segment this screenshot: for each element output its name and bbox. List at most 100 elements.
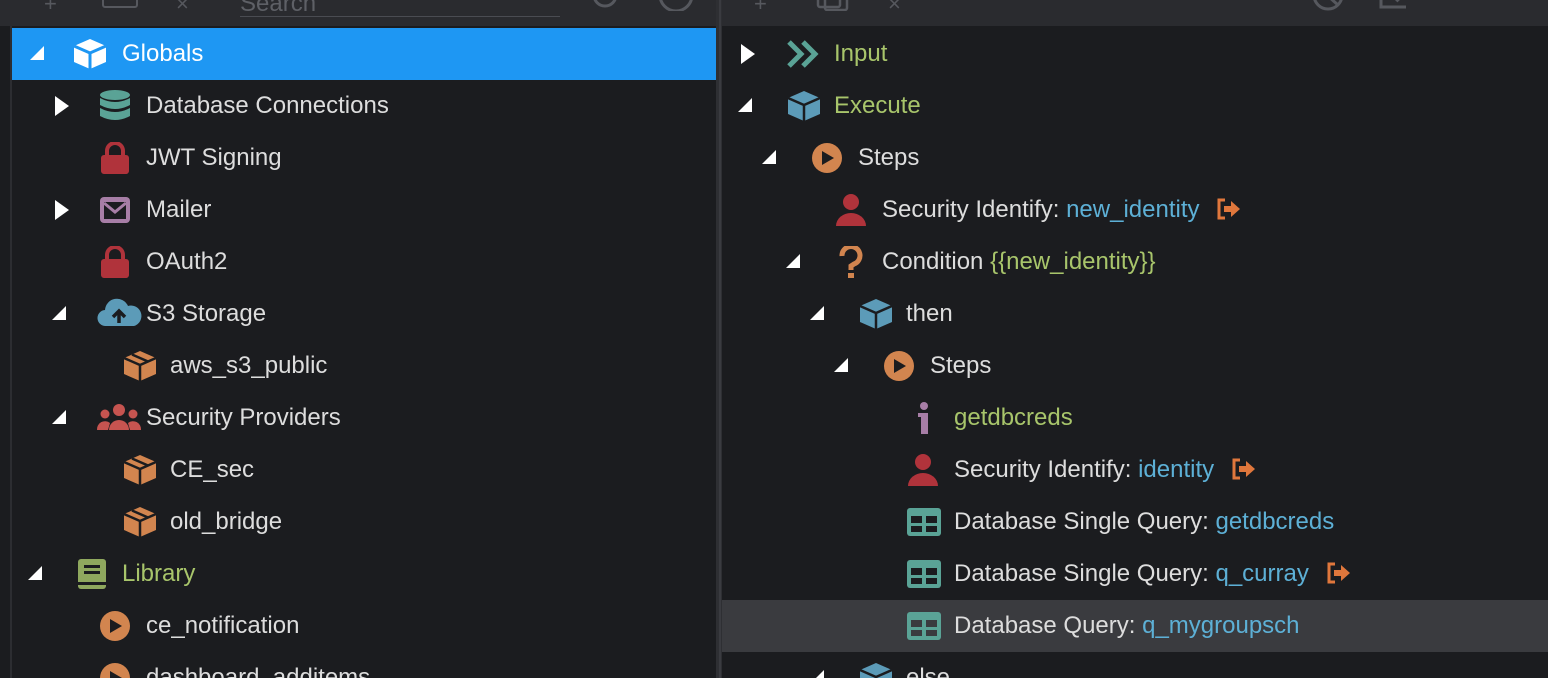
expanded-arrow-icon[interactable] (828, 354, 852, 378)
lock-icon (98, 142, 134, 174)
tree-item-label: CE_sec (170, 456, 255, 483)
box-icon (122, 454, 158, 486)
copy-icon[interactable] (816, 0, 850, 14)
tree-item-label: JWT Signing (146, 144, 282, 171)
tree-item-label: Globals (122, 40, 204, 67)
tree-item-mailer[interactable]: Mailer (0, 184, 718, 236)
step-label: Database Single Query: getdbcreds (954, 496, 1334, 548)
step-label: Security Identify: identity (954, 444, 1257, 496)
tree-item-label: ce_notification (146, 612, 300, 639)
expanded-arrow-icon[interactable] (780, 250, 804, 274)
expanded-arrow-icon[interactable] (24, 42, 48, 66)
refresh-icon[interactable] (656, 0, 696, 14)
envelope-icon (98, 194, 134, 226)
folder-icon[interactable] (102, 0, 138, 14)
collapsed-arrow-icon[interactable] (50, 198, 74, 222)
output-icon (1327, 562, 1350, 584)
expanded-arrow-icon[interactable] (46, 406, 70, 430)
tree-item-ce-notification[interactable]: ce_notification (0, 600, 718, 652)
gear-icon[interactable] (588, 0, 622, 14)
step-name: Database Query: (954, 612, 1143, 639)
search-input[interactable] (240, 0, 560, 13)
step-condition[interactable]: Condition {{new_identity}} (722, 236, 1548, 288)
step-db-single-query-getdbcreds[interactable]: Database Single Query: getdbcreds (722, 496, 1548, 548)
collapsed-arrow-icon[interactable] (50, 94, 74, 118)
tree-item-library[interactable]: Library (0, 548, 718, 600)
step-param: new_identity (1066, 196, 1200, 223)
question-icon (834, 246, 870, 278)
edit-icon[interactable] (1378, 0, 1418, 14)
step-execute[interactable]: Execute (722, 80, 1548, 132)
tree-item-ce-sec[interactable]: CE_sec (0, 444, 718, 496)
tree-item-label: Library (122, 560, 196, 587)
globals-tree-panel: + × Globals (0, 0, 718, 678)
table-icon (906, 558, 942, 590)
info-icon (906, 402, 942, 434)
tree-item-security-providers[interactable]: Security Providers (0, 392, 718, 444)
step-steps[interactable]: Steps (722, 132, 1548, 184)
step-steps-nested[interactable]: Steps (722, 340, 1548, 392)
database-icon (98, 90, 134, 122)
tree-item-s3-storage[interactable]: S3 Storage (0, 288, 718, 340)
tree-item-jwt-signing[interactable]: JWT Signing (0, 132, 718, 184)
collapsed-arrow-icon[interactable] (736, 42, 760, 66)
tree-item-label: dashboard_additems (146, 664, 371, 678)
step-param: {{new_identity}} (990, 248, 1156, 275)
step-getdbcreds[interactable]: getdbcreds (722, 392, 1548, 444)
step-then[interactable]: then (722, 288, 1548, 340)
step-input[interactable]: Input (722, 28, 1548, 80)
close-icon[interactable]: × (888, 0, 901, 16)
step-label: Database Query: q_mygroupsch (954, 600, 1300, 652)
tree-item-dashboard-additems[interactable]: dashboard_additems (0, 652, 718, 678)
cloud-upload-icon (96, 298, 142, 330)
expanded-arrow-icon[interactable] (756, 146, 780, 170)
tree-item-aws-s3-public[interactable]: aws_s3_public (0, 340, 718, 392)
close-icon[interactable]: × (176, 0, 189, 16)
step-name: Security Identify: (882, 196, 1067, 223)
tree-item-label: aws_s3_public (170, 352, 328, 379)
right-toolbar: + × (722, 0, 1548, 26)
add-icon[interactable]: + (44, 0, 57, 16)
table-icon (906, 506, 942, 538)
tree-item-label: Security Providers (146, 404, 341, 431)
expanded-arrow-icon[interactable] (46, 302, 70, 326)
cube-icon (72, 38, 108, 70)
panel-splitter[interactable] (716, 0, 724, 678)
play-circle-icon (810, 142, 846, 174)
play-circle-icon (882, 350, 918, 382)
expanded-arrow-icon[interactable] (22, 562, 46, 586)
box-icon (122, 350, 158, 382)
user-icon (906, 454, 942, 486)
tree-item-label: old_bridge (170, 508, 283, 535)
step-label: Database Single Query: q_curray (954, 548, 1352, 600)
steps-tree: Input Execute Steps (722, 28, 1548, 678)
expanded-arrow-icon[interactable] (732, 94, 756, 118)
disable-icon[interactable] (1310, 0, 1346, 14)
step-db-query-q-mygroupsch[interactable]: Database Query: q_mygroupsch (722, 600, 1548, 652)
table-icon (906, 610, 942, 642)
step-name: Condition (882, 248, 991, 275)
step-label: Condition {{new_identity}} (882, 236, 1156, 288)
step-param: getdbcreds (1215, 508, 1335, 535)
expanded-arrow-icon[interactable] (804, 666, 828, 678)
tree-item-oauth2[interactable]: OAuth2 (0, 236, 718, 288)
expanded-arrow-icon[interactable] (804, 302, 828, 326)
step-label: Input (834, 40, 888, 67)
step-security-identify-nested[interactable]: Security Identify: identity (722, 444, 1548, 496)
add-step-icon[interactable]: + (754, 0, 767, 16)
tree-item-old-bridge[interactable]: old_bridge (0, 496, 718, 548)
tree-item-globals[interactable]: Globals (12, 28, 718, 80)
search-field[interactable] (240, 0, 560, 17)
step-label: Steps (930, 352, 992, 379)
step-db-single-query-q-curray[interactable]: Database Single Query: q_curray (722, 548, 1548, 600)
tree-item-database-connections[interactable]: Database Connections (0, 80, 718, 132)
double-chevron-icon (786, 38, 822, 70)
tree-item-label: OAuth2 (146, 248, 228, 275)
cube-icon (858, 662, 894, 678)
step-label: then (906, 300, 953, 327)
box-icon (122, 506, 158, 538)
step-label: getdbcreds (954, 404, 1073, 431)
step-security-identify[interactable]: Security Identify: new_identity (722, 184, 1548, 236)
step-else[interactable]: else (722, 652, 1548, 678)
step-label: Execute (834, 92, 921, 119)
